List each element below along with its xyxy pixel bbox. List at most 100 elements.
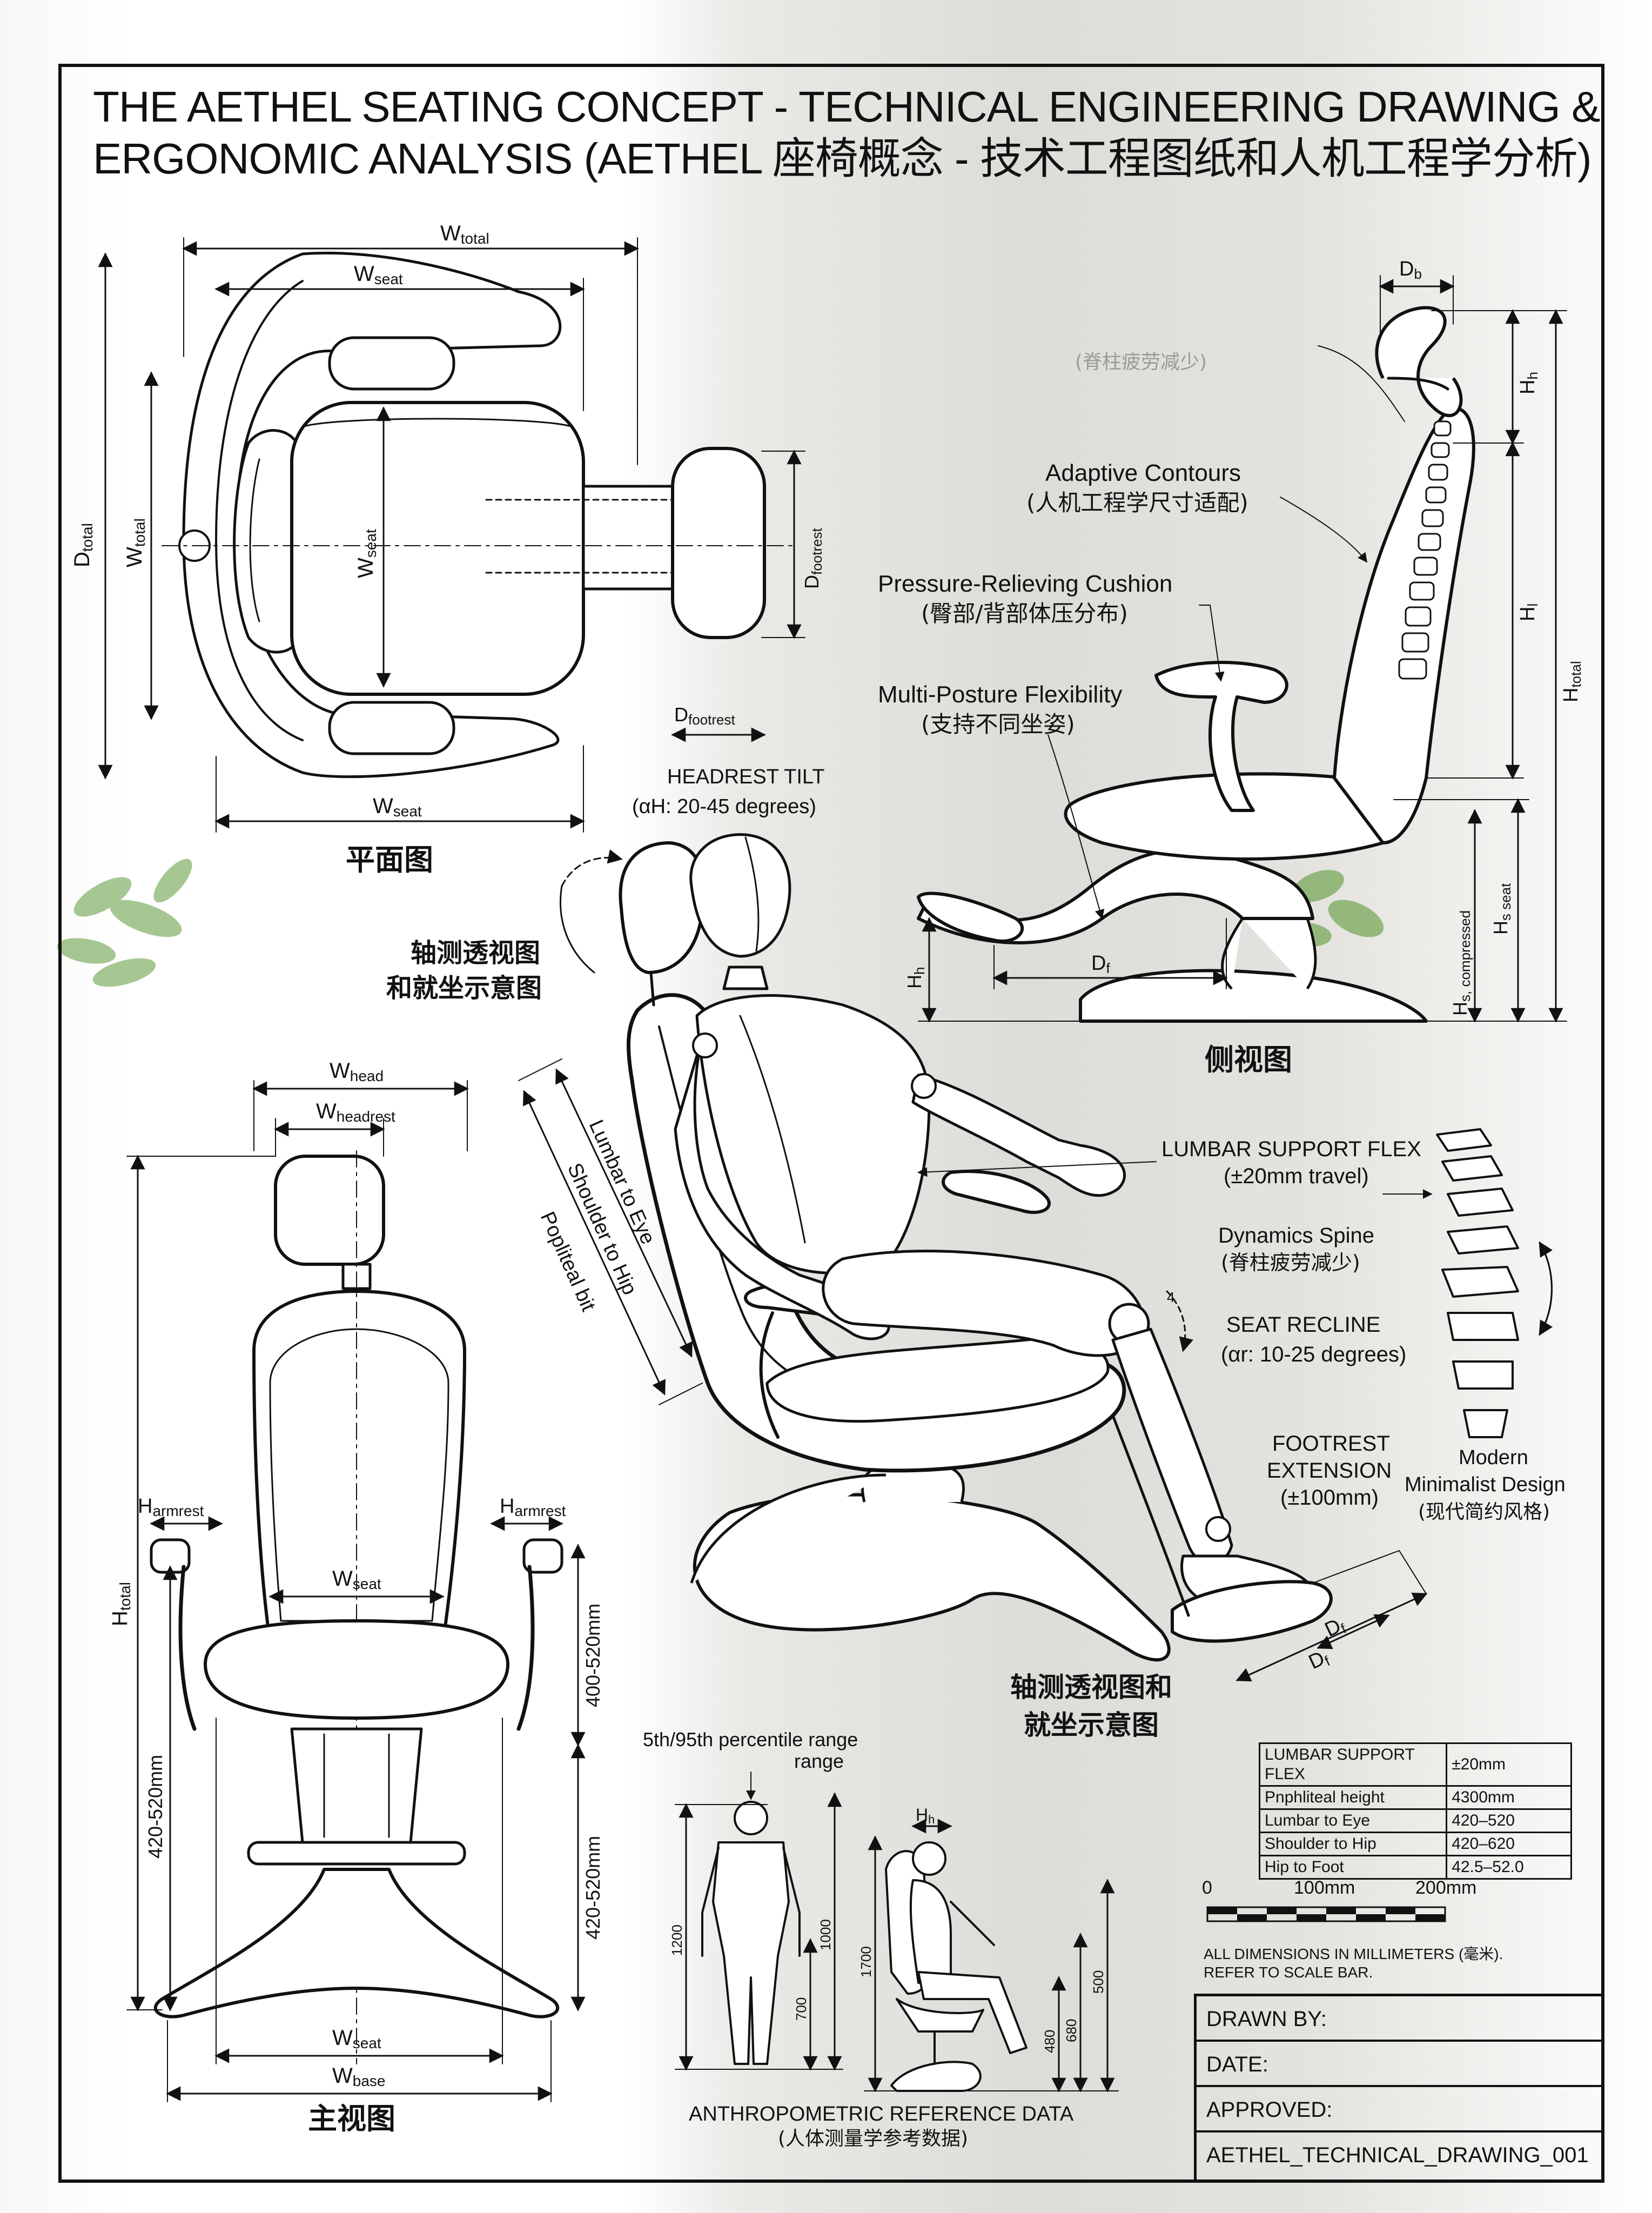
side-view-caption: 侧视图 [1205,1043,1292,1077]
scale-segment [1297,1914,1326,1921]
front-label-h-armrest-left: Harmrest [138,1495,204,1519]
side-label-h-h: Hh [1516,372,1541,394]
anthro-caption-cn: (人体测量学参考数据) [778,2128,968,2150]
seat-recline-range: (αr: 10-25 degrees) [1221,1343,1406,1366]
front-label-w-seat-lower: Wseat [332,2026,381,2051]
iso-label-d-f-inner: Df [1321,1613,1349,1643]
title-line-1: THE AETHEL SEATING CONCEPT - TECHNICAL E… [93,83,1600,131]
anthro-caption-en: ANTHROPOMETRIC REFERENCE DATA [689,2103,1074,2125]
front-label-w-headrest: Wheadrest [316,1099,395,1125]
drawing-title: THE AETHEL SEATING CONCEPT - TECHNICAL E… [93,81,1600,185]
scale-segment [1356,1914,1386,1921]
plan-armrest-top [328,336,455,391]
front-base [153,1868,560,2018]
title-line-2: ERGONOMIC ANALYSIS (AETHEL 座椅概念 - 技术工程图纸… [93,135,1591,183]
spec-value: ±20mm [1446,1742,1572,1787]
iso-armrest-back [942,1170,1051,1214]
scale-label-0: 0 [1202,1877,1212,1898]
iso-recline-arc [1166,1290,1193,1352]
front-backrest [252,1290,466,1644]
note-line-1: ALL DIMENSIONS IN MILLIMETERS (毫米). [1204,1946,1503,1962]
anthro-value-480: 480 [1042,2030,1058,2053]
lumbar-flex-range: (±20mm travel) [1224,1164,1369,1188]
note-line-2: REFER TO SCALE BAR. [1204,1964,1373,1981]
front-seat [204,1619,509,1720]
drawing-border [58,64,1604,2183]
anthro-value-1200: 1200 [669,1924,685,1956]
spec-row: LUMBAR SUPPORT FLEX±20mm [1258,1742,1572,1787]
spec-value: 4300mm [1446,1785,1572,1810]
anthro-value-1000: 1000 [817,1919,834,1950]
iso-seat-cushion [765,1337,1110,1423]
scale-segment [1237,1914,1267,1921]
iso-base [693,1493,1171,1662]
modern-design-line2: Minimalist Design [1405,1473,1566,1496]
front-label-range-lower: 420-520mm [582,1836,604,1940]
anthro-label-h-h: Hh [916,1805,935,1826]
plan-shell-inner [215,280,304,741]
front-view-caption: 主视图 [308,2102,395,2136]
spec-parameter: Hip to Foot [1258,1855,1448,1880]
iso-label-d-f-outer: Df [1305,1645,1333,1675]
iso-headrest [619,841,706,974]
plan-label-d-footrest-bottom: Dfootrest [674,703,735,728]
modern-design-cn: (现代简约风格) [1418,1501,1550,1523]
iso-caption-a-line2: 和就坐示意图 [386,973,542,1003]
side-seat-swoosh [917,848,1314,944]
side-label-d-f: Df [1091,952,1110,976]
dimension-note: ALL DIMENSIONS IN MILLIMETERS (毫米). REFE… [1204,1945,1503,1982]
scale-segment [1386,1907,1415,1914]
title-block-approved: APPROVED: [1197,2087,1602,2132]
plan-label-w-total-vertical: Wtotal [123,518,148,567]
scale-segment [1207,1907,1237,1914]
front-view: Whead Wheadrest Htotal Harmrest Harmrest… [108,1059,604,2136]
front-label-range-upper: 400-520mm [582,1604,604,1707]
side-headrest [1375,306,1463,418]
front-label-h-total: Htotal [108,1582,133,1626]
plan-footrest [671,447,766,639]
standing-figure [701,1801,801,2065]
scale-bar-segments [1206,1906,1446,1922]
anthro-value-680: 680 [1063,2019,1079,2042]
plan-footrest-arm [582,485,682,591]
callout-pressure-cushion-cn: (臀部/背部体压分布) [921,600,1128,627]
modern-design-line1: Modern [1459,1446,1528,1469]
plan-armrest-bottom [328,701,455,755]
iso-caption-b-line2: 就坐示意图 [1024,1709,1159,1741]
plan-seat-cushion [290,401,585,696]
scale-segment [1267,1907,1297,1914]
plan-label-w-seat-bottom: Wseat [373,794,422,820]
anthropometric-reference: 5th/95th percentile range range Hh 1200 … [643,1728,1119,2150]
front-headrest [274,1155,385,1266]
plan-view-caption: 平面图 [346,843,433,877]
mannequin-thigh [822,1250,1146,1357]
percentile-label-line1: 5th/95th percentile range [643,1728,858,1751]
dynamics-spine-icon [1436,1128,1553,1438]
percentile-label-line2: range [794,1750,844,1772]
seat-recline-label: SEAT RECLINE [1226,1313,1380,1337]
spec-parameter: Shoulder to Hip [1258,1832,1448,1856]
front-platform [247,1841,466,1866]
side-view: (脊柱疲劳减少) Db Hh Hl Htotal Hs, compressed … [878,258,1584,1077]
dynamics-spine-label: Dynamics Spine [1218,1224,1374,1248]
lumbar-flex-label: LUMBAR SUPPORT FLEX [1161,1137,1421,1161]
callout-pressure-cushion: Pressure-Relieving Cushion [878,571,1172,597]
plan-label-d-total: Dtotal [70,523,96,567]
iso-dim-body-inner [555,1068,693,1358]
plan-label-w-seat-vertical: Wseat [354,529,379,578]
anthro-value-1700: 1700 [858,1946,874,1977]
side-label-d-b: Db [1399,258,1422,282]
front-label-w-base: Wbase [332,2064,385,2089]
iso-caption-a-line1: 轴测透视图 [411,938,540,968]
plan-backrest [233,429,304,654]
footrest-ext-line2: EXTENSION [1267,1459,1392,1483]
headrest-tilt-range: (αH: 20-45 degrees) [632,795,816,818]
footrest-ext-range: (±100mm) [1280,1486,1379,1510]
iso-mannequin [674,833,1314,1610]
spec-parameter: Lumbar to Eye [1258,1808,1448,1833]
side-footrest [917,891,1024,943]
